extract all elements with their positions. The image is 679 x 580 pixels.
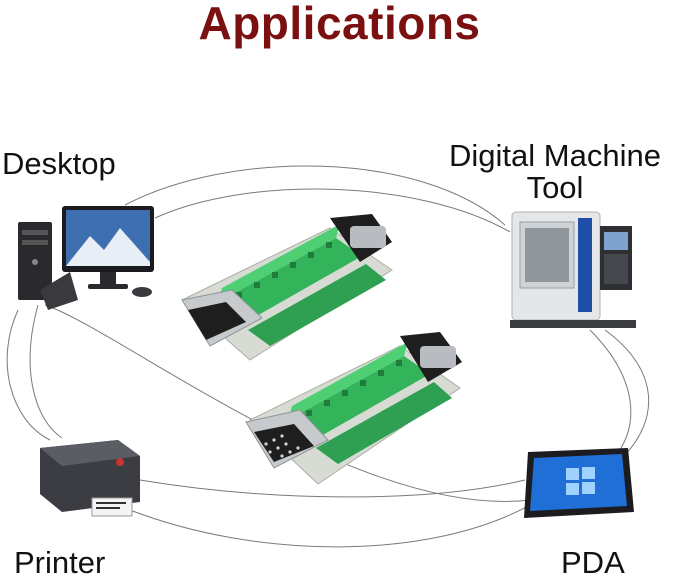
desktop-label: Desktop [2,146,116,181]
line-printer-pda-1 [139,479,526,498]
desktop-computer-icon [18,206,154,310]
cnc-label: Digital Machine Tool [430,140,679,204]
cnc-label-line1: Digital Machine [449,138,661,173]
page-title: Applications [198,0,481,49]
cnc-machine-icon [510,211,636,328]
line-printer-pda-2 [129,504,531,548]
printer-label: Printer [14,545,106,580]
line-cnc-pda-1 [604,329,650,459]
cnc-label-line2: Tool [526,170,584,205]
line-desktop-cnc-2 [154,188,511,233]
line-desktop-printer-1 [6,309,51,441]
pda-label: PDA [561,545,625,580]
db15-male-terminal-board-icon [245,332,462,485]
db15-female-terminal-board-icon [181,214,393,361]
line-desktop-printer-2 [29,304,63,439]
label-printer-icon [40,440,140,517]
line-cnc-pda-2 [589,329,632,461]
line-desktop-cnc-1 [124,165,506,226]
connection-lines [6,165,650,548]
tablet-icon [524,448,634,518]
